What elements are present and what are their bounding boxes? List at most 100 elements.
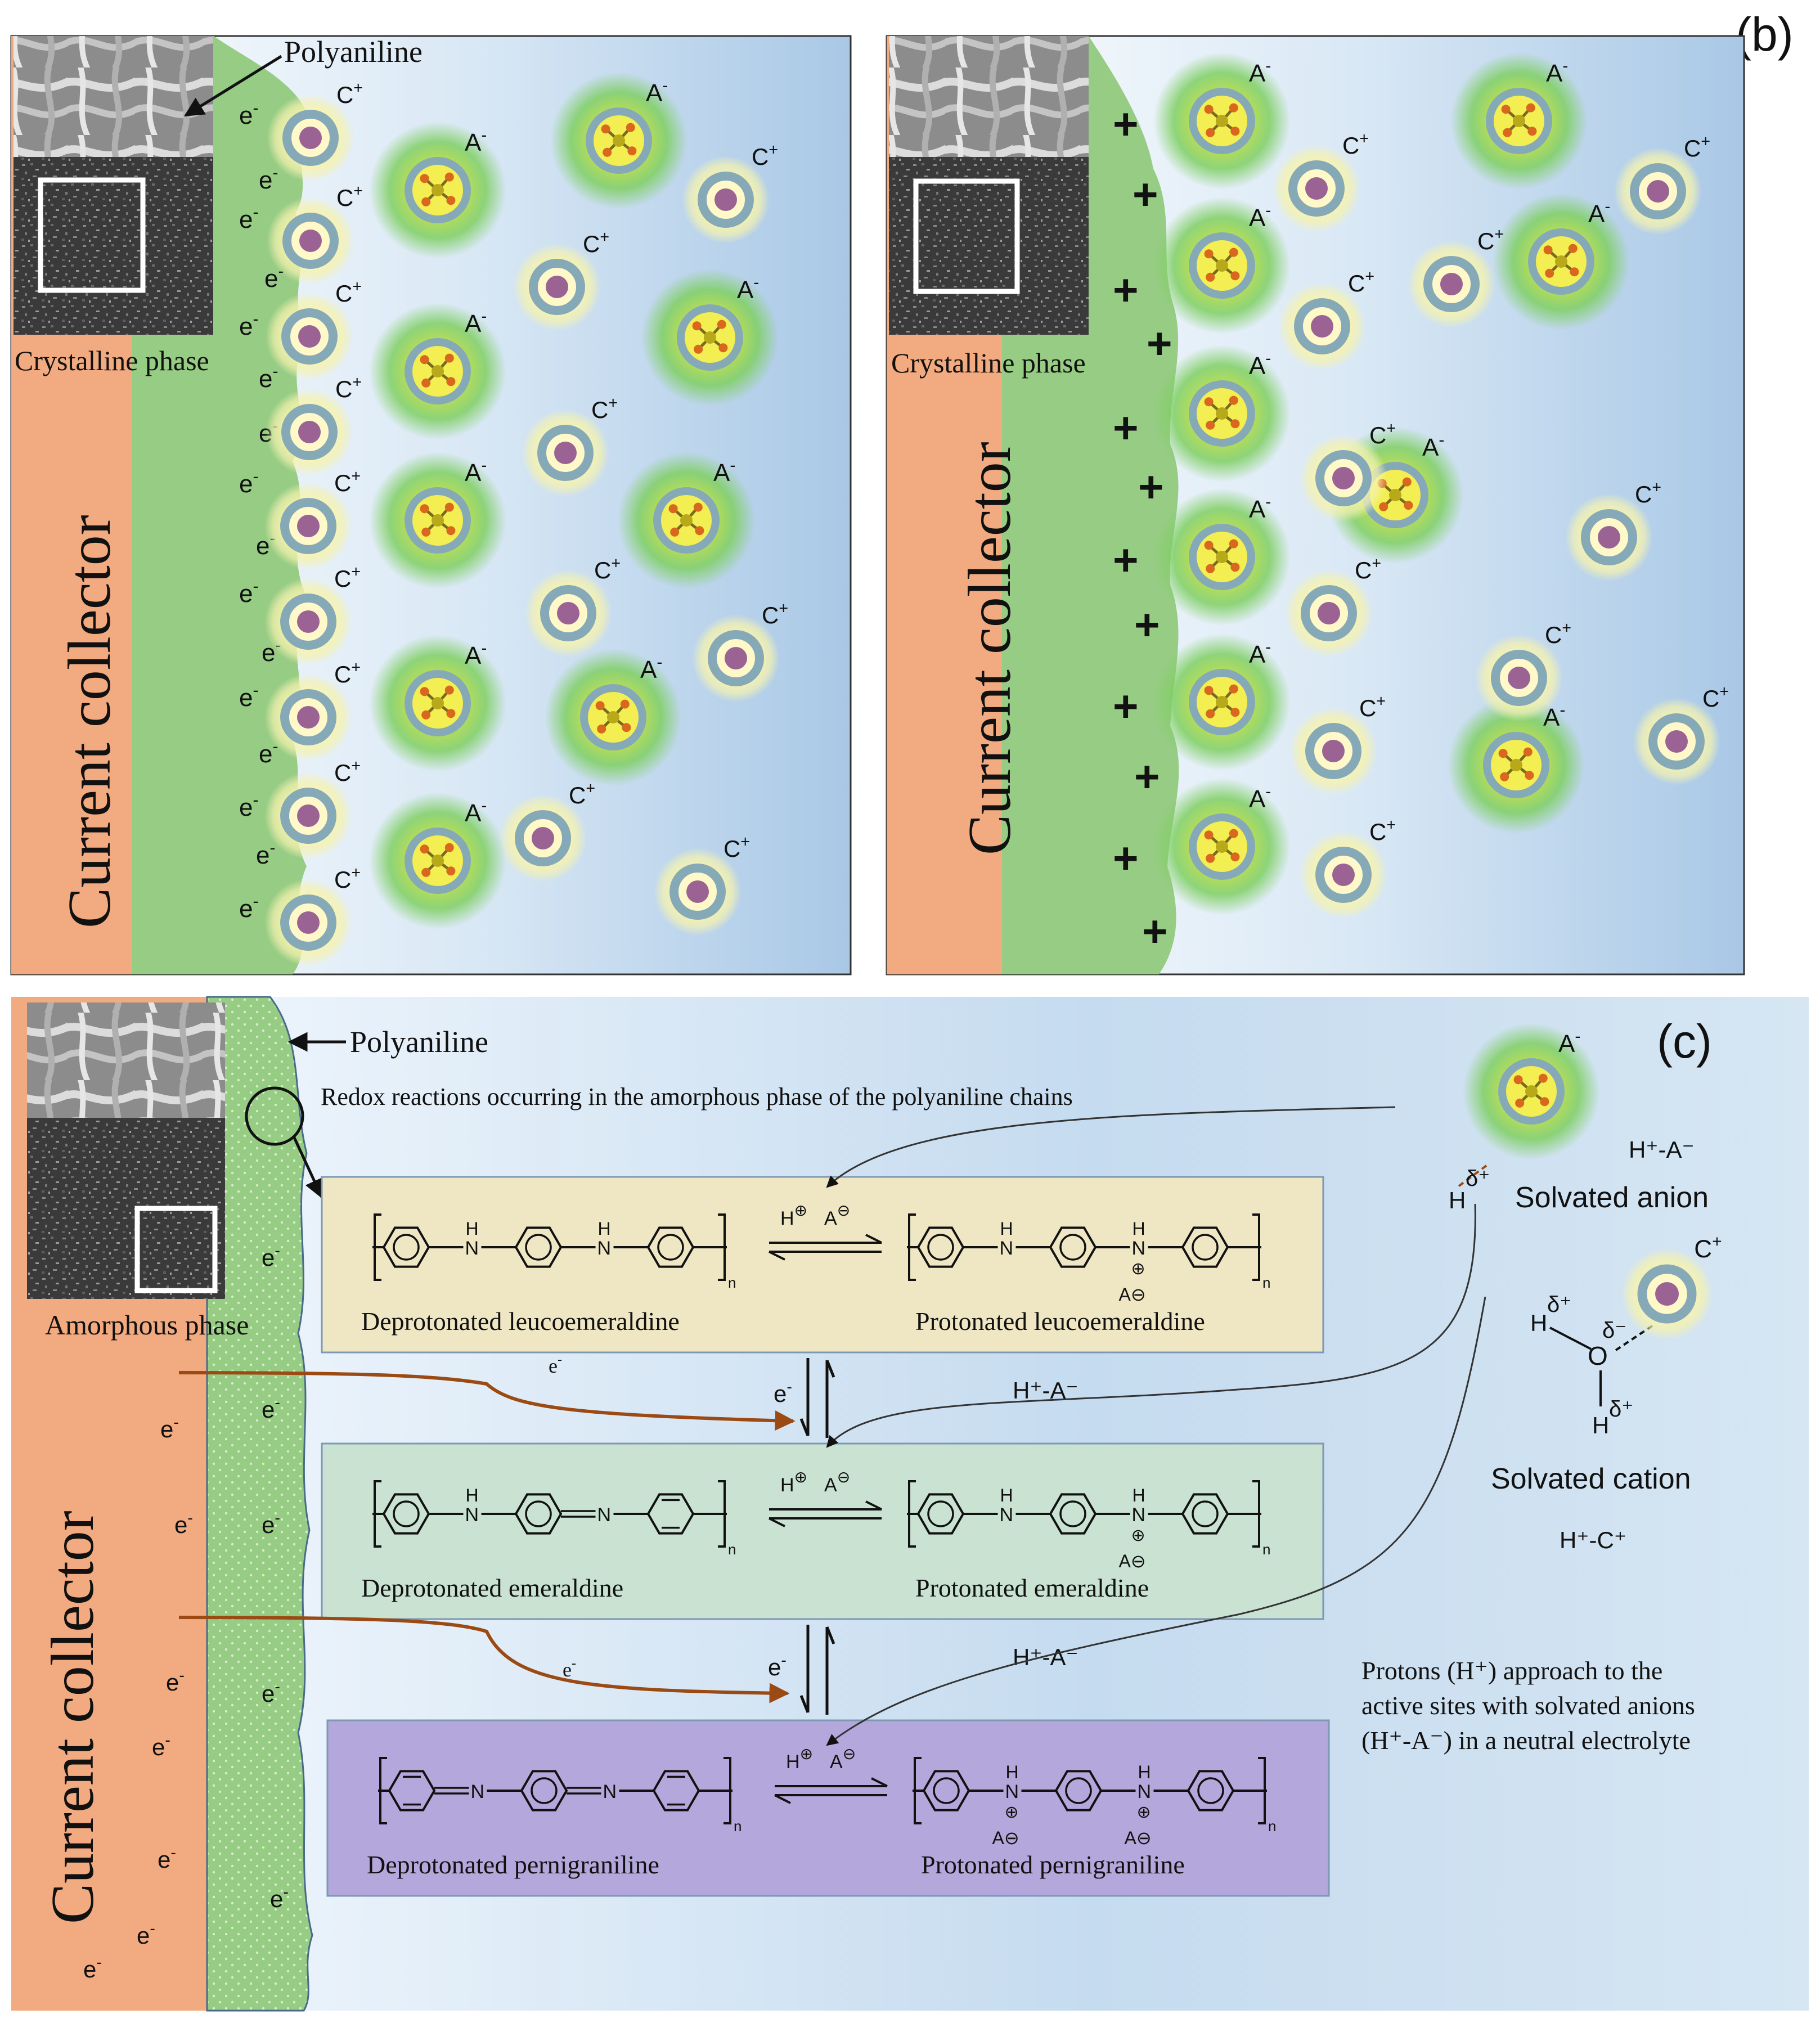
- svg-text:H: H: [466, 1485, 479, 1505]
- cation: C+: [1621, 1232, 1722, 1340]
- svg-text:n: n: [1268, 1818, 1276, 1835]
- tem-image: [14, 157, 213, 335]
- electron-label: e-: [262, 1242, 280, 1271]
- anion-label: A-: [465, 797, 487, 827]
- cation: C+: [1633, 682, 1729, 785]
- cation-label: C+: [752, 141, 778, 170]
- svg-text:N: N: [597, 1504, 612, 1526]
- electron-label: e-: [137, 1919, 155, 1949]
- cation-label: C+: [1702, 682, 1729, 712]
- svg-text:H: H: [466, 1219, 479, 1239]
- tem-inset-box: [38, 177, 146, 293]
- anion-label: A-: [640, 653, 662, 684]
- anion-label: A-: [737, 273, 759, 304]
- solvated-anion-label: Solvated anion: [1515, 1181, 1709, 1214]
- anion: A-: [1153, 633, 1291, 771]
- cation: C+: [1565, 478, 1661, 581]
- panel-b: (b) Crystalline phase Polyaniline Curren…: [10, 8, 1794, 975]
- cation: C+: [264, 658, 361, 761]
- anion: A-: [1153, 197, 1291, 334]
- plus-charge: +: [1113, 535, 1139, 585]
- anion-to-row2-arrow: [826, 1203, 1476, 1448]
- svg-text:⊕: ⊕: [1005, 1803, 1019, 1822]
- anion-label: A-: [465, 307, 487, 338]
- ions-right: A-A-A-A-A-A-A-A-A-A-C+C+C+C+C+C+C+C+C+C+…: [1153, 52, 1729, 919]
- solvated-anion-pair: H⁺-A⁻: [1629, 1136, 1695, 1163]
- electron-label: e-: [262, 1393, 280, 1423]
- proton-symbol: H⊕A⊖: [786, 1745, 856, 1773]
- electron-label: e-: [239, 892, 258, 923]
- electron-label: e-: [166, 1666, 185, 1696]
- cation-label: C+: [1348, 267, 1374, 296]
- current-collector-label-c: Current collector: [39, 1510, 106, 1924]
- anion-label: A-: [465, 126, 487, 156]
- svg-text:H: H: [1006, 1762, 1019, 1782]
- svg-text:⊕: ⊕: [1137, 1803, 1151, 1822]
- electron-arrow-2: [178, 1616, 790, 1703]
- svg-text:A⊖: A⊖: [1125, 1828, 1152, 1848]
- cation-label: C+: [723, 833, 750, 862]
- svg-text:n: n: [728, 1274, 736, 1291]
- svg-text:N: N: [597, 1238, 612, 1259]
- electron-label: e-: [239, 467, 258, 498]
- anion-label: A-: [1249, 783, 1271, 813]
- cation-label: C+: [591, 394, 618, 423]
- anion-to-row1-arrow: [826, 1106, 1396, 1188]
- anion-proton-h: H: [1449, 1187, 1466, 1213]
- magnifier-arrow: [292, 1135, 323, 1199]
- electron-labels: e-e-e-e-e-e-e-e-e-e-e-e-e-e-e-e-: [239, 99, 284, 923]
- sem-image-right: [889, 36, 1089, 157]
- plus-charge: +: [1113, 403, 1139, 452]
- electron-label: e-: [259, 738, 278, 768]
- electron-label: e-: [174, 1509, 193, 1538]
- svg-text:N: N: [1132, 1238, 1146, 1259]
- anion-label: A-: [465, 639, 487, 669]
- anion-label: A-: [1249, 493, 1271, 523]
- cation-label: C+: [335, 277, 362, 307]
- hydrogen-bond-cation: [1615, 1324, 1654, 1351]
- crystalline-phase-label-right: Crystalline phase: [891, 347, 1086, 379]
- cation-label: C+: [1694, 1232, 1722, 1263]
- cation: C+: [266, 373, 362, 476]
- plus-charges: ++++++++++++: [1113, 99, 1172, 956]
- svg-text:n: n: [1262, 1541, 1270, 1558]
- anion-label: A-: [465, 456, 487, 487]
- svg-text:H: H: [1000, 1219, 1013, 1239]
- anion-label: A-: [1558, 1027, 1580, 1058]
- redox-description: Redox reactions occurring in the amorpho…: [321, 1083, 1073, 1111]
- electron-label: e-: [259, 362, 278, 393]
- water-h-bottom: H: [1592, 1412, 1609, 1438]
- cation-label: C+: [583, 228, 609, 257]
- polyaniline-layer-c: [206, 996, 313, 2012]
- anion: A-: [1153, 778, 1291, 915]
- vertical-equilibrium-2: H⁺-A⁻: [799, 1625, 1078, 1715]
- form-label-right: Protonated leucoemeraldine: [915, 1307, 1205, 1336]
- sem-image: [14, 36, 213, 157]
- anion: A-: [1463, 1023, 1600, 1160]
- cation: C+: [524, 554, 621, 657]
- electron-arrow-1-label: e-: [549, 1352, 562, 1377]
- svg-text:N: N: [1000, 1504, 1014, 1526]
- anion-proton-delta: δ⁺: [1466, 1166, 1490, 1191]
- svg-text:N: N: [1000, 1238, 1014, 1259]
- anion: A-: [1153, 488, 1291, 626]
- cation: C+: [264, 864, 361, 966]
- cation-label: C+: [336, 182, 363, 211]
- svg-text:N: N: [603, 1781, 617, 1802]
- svg-text:N: N: [465, 1238, 479, 1259]
- anion: A-: [369, 122, 506, 259]
- anion-label: A-: [1249, 349, 1271, 380]
- svg-text:⊕: ⊕: [1131, 1260, 1145, 1278]
- electron-label: e-: [239, 99, 258, 129]
- plus-charge: +: [1147, 318, 1172, 368]
- tem-inset-box-c: [134, 1206, 218, 1293]
- cation: C+: [513, 228, 609, 331]
- cation: C+: [654, 833, 750, 936]
- anion: A-: [369, 792, 506, 929]
- electron-label: e-: [239, 681, 258, 712]
- svg-text:H: H: [1133, 1219, 1145, 1239]
- cation-label: C+: [1635, 478, 1661, 507]
- polyaniline-pointer-arrow: [184, 55, 282, 117]
